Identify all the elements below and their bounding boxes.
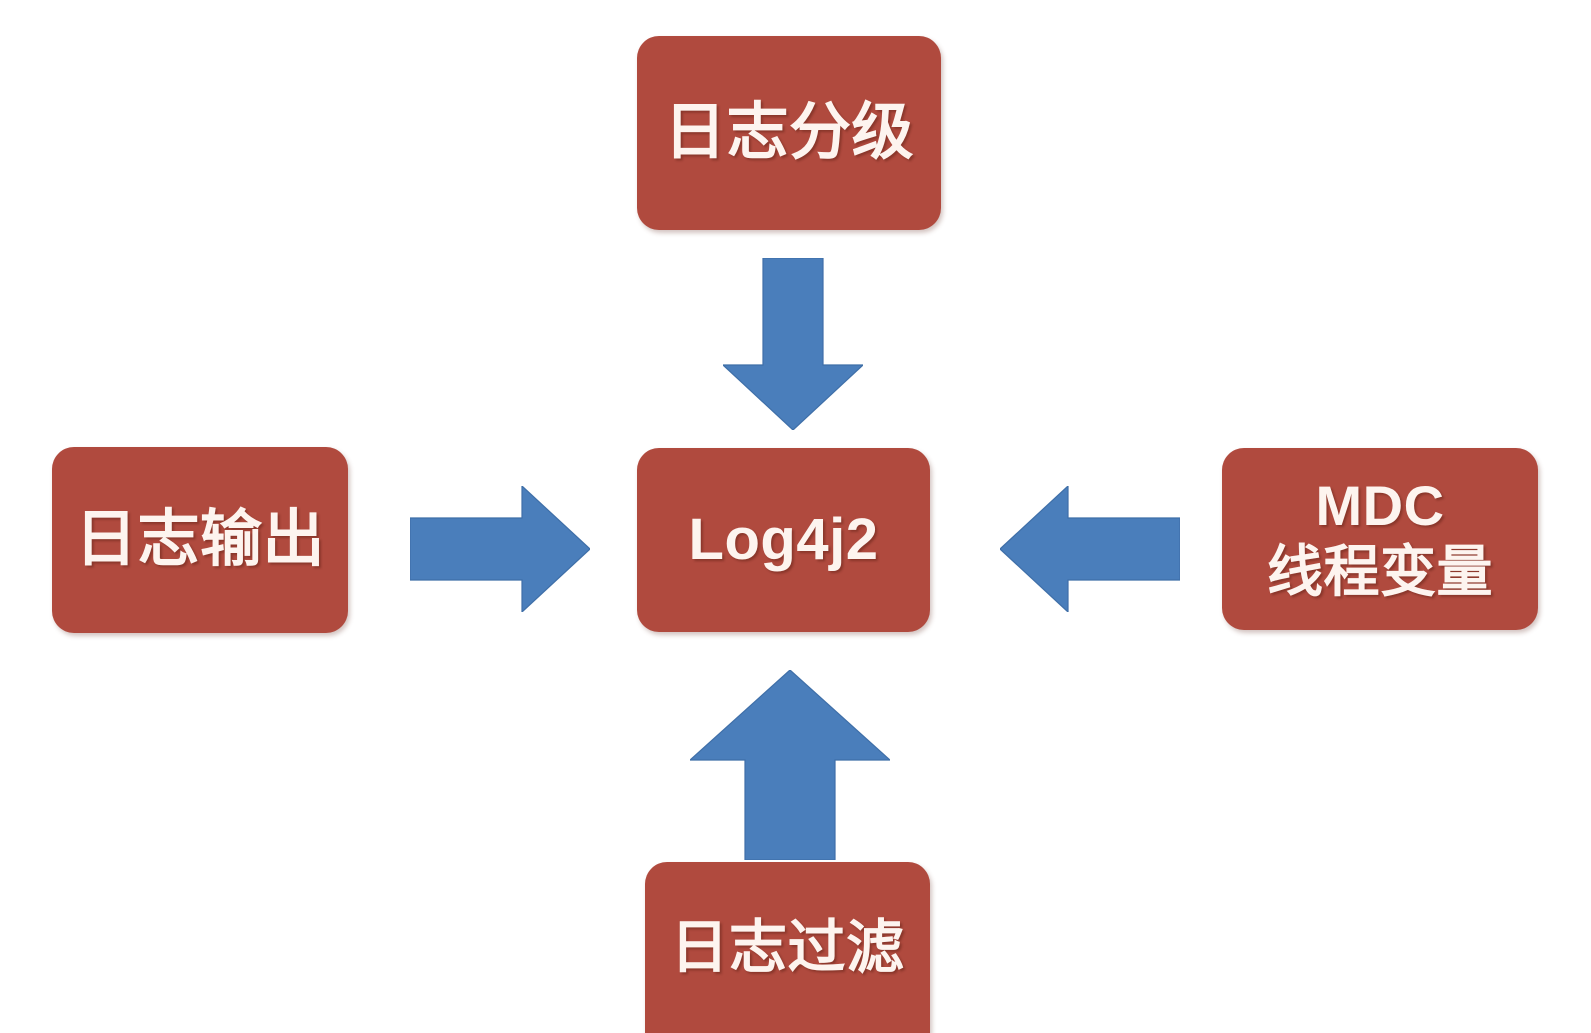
- node-mdc-thread-variable-label: MDC 线程变量: [1267, 473, 1493, 603]
- arrow-up-icon: [690, 670, 890, 860]
- node-log-filter-label: 日志过滤: [670, 915, 905, 980]
- arrow-left-icon: [1000, 486, 1180, 612]
- arrow-right-icon: [410, 486, 590, 612]
- arrow-down-icon: [723, 258, 863, 430]
- node-log4j2-label: Log4j2: [688, 506, 879, 572]
- node-log-output-label: 日志输出: [74, 505, 325, 575]
- node-mdc-thread-variable[interactable]: MDC 线程变量: [1222, 448, 1538, 630]
- node-log-output[interactable]: 日志输出: [52, 447, 348, 633]
- node-log4j2[interactable]: Log4j2: [637, 448, 930, 632]
- node-log-filter[interactable]: 日志过滤: [645, 862, 930, 1033]
- node-log-grading[interactable]: 日志分级: [637, 36, 941, 230]
- node-log-grading-label: 日志分级: [663, 98, 914, 168]
